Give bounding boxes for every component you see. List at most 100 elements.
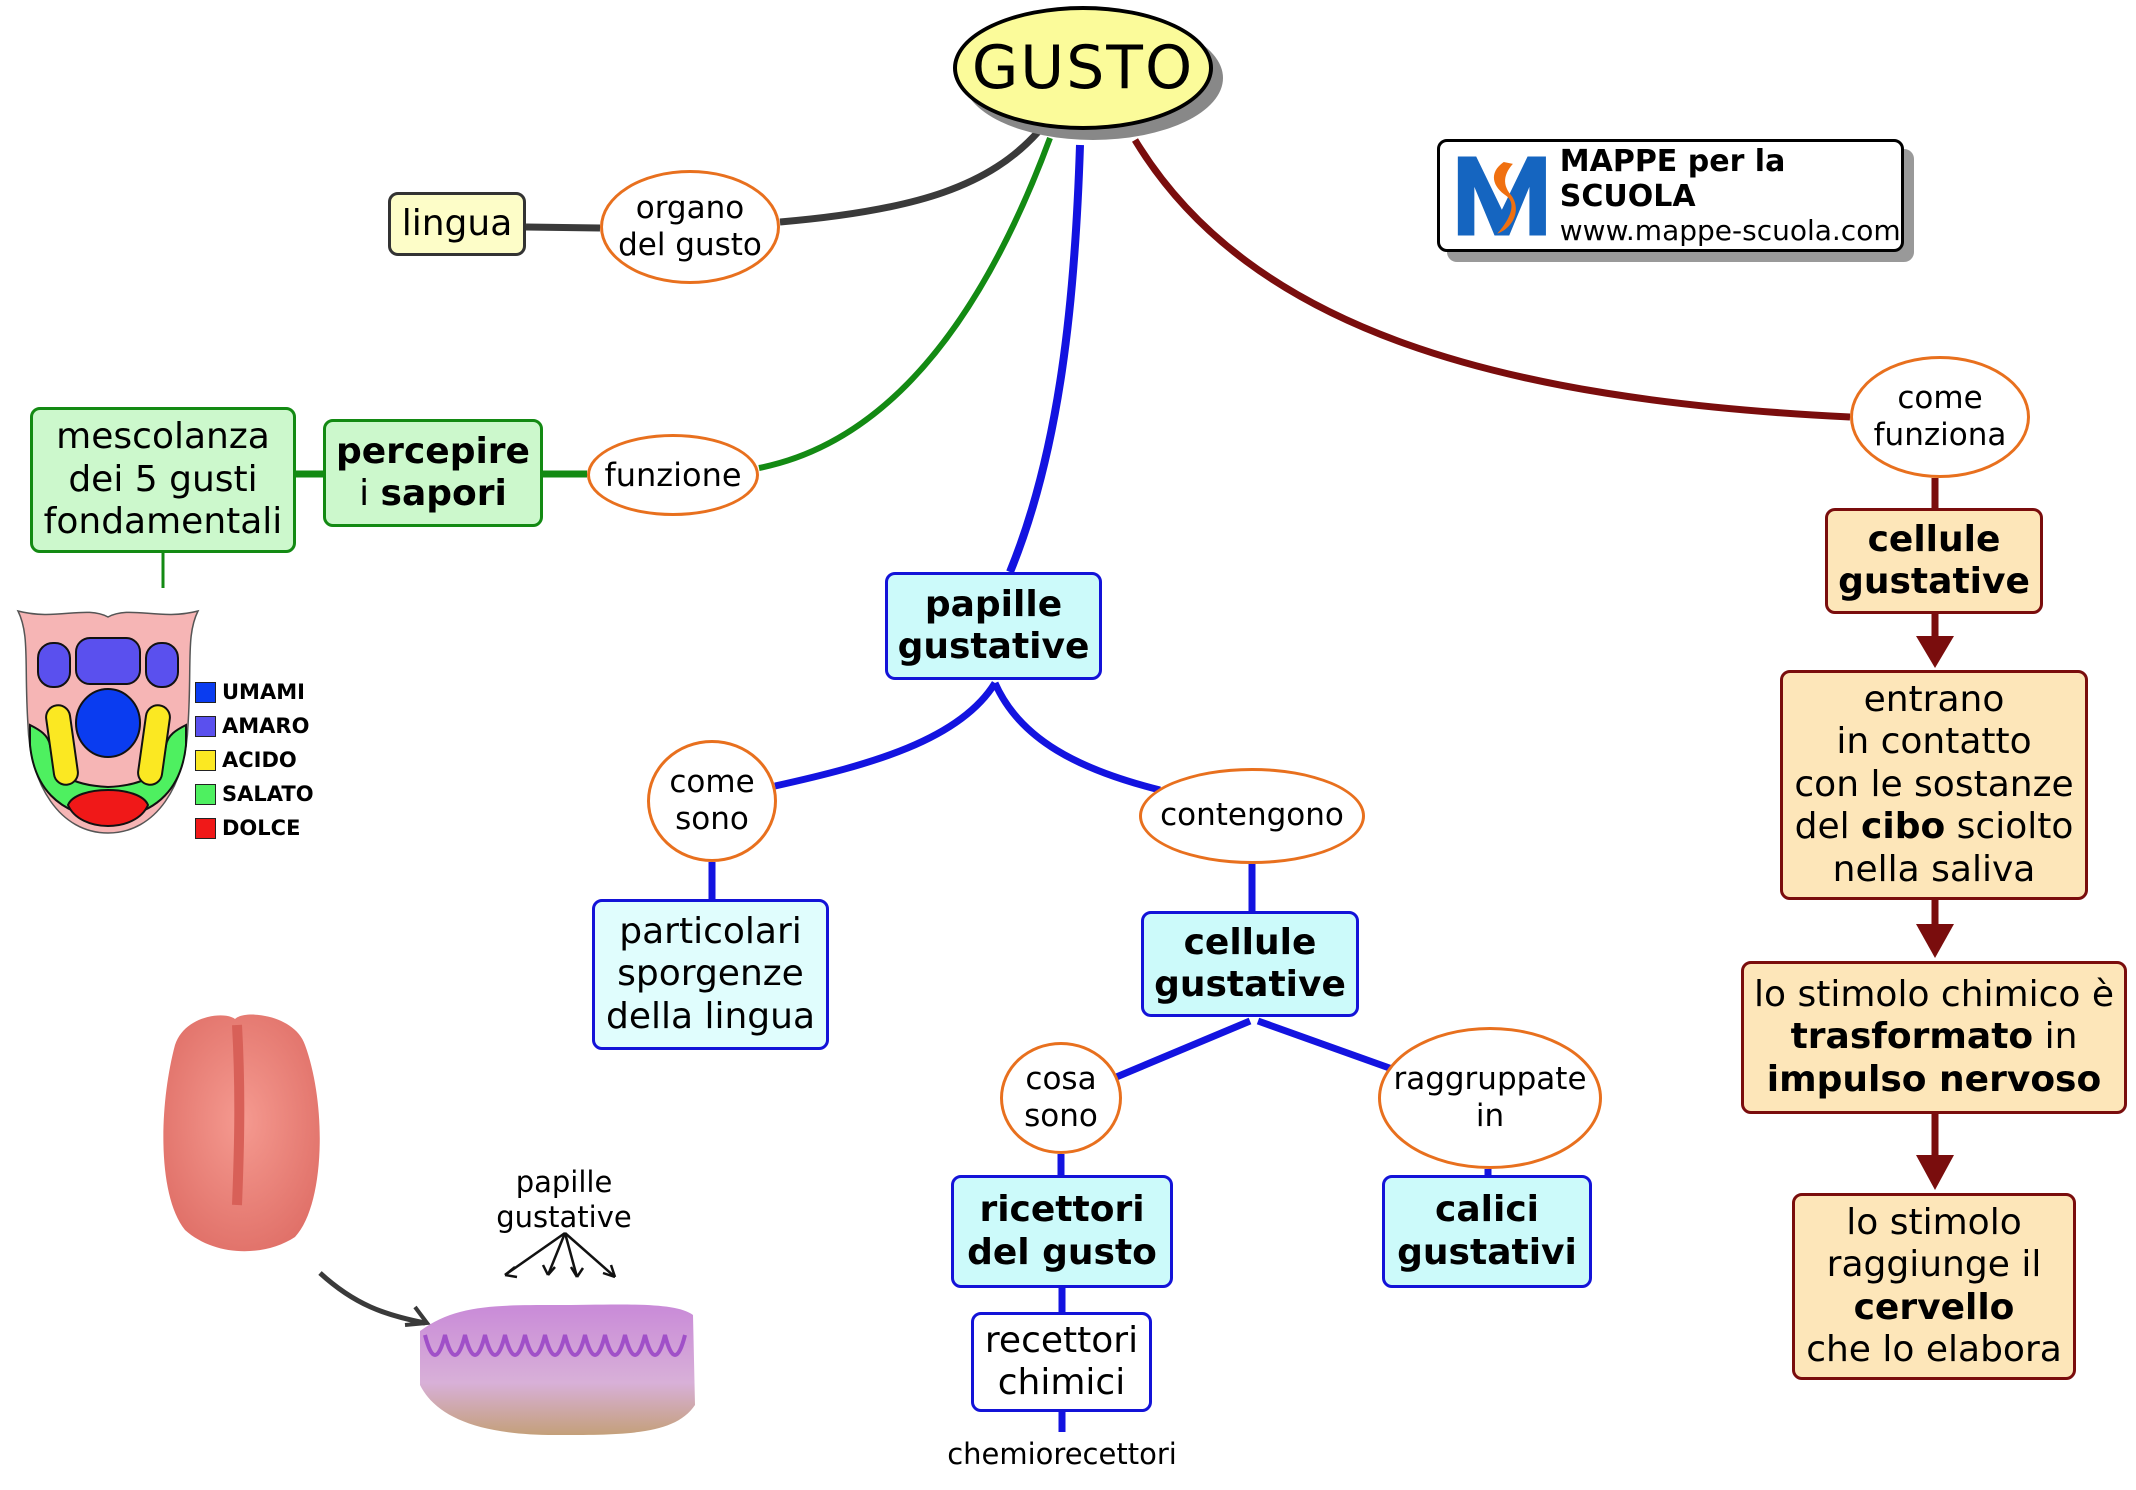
link-label-line: del gusto [618,227,762,263]
concept-line: cellule [1183,921,1317,963]
taste-legend: UMAMI AMARO ACIDO SALATO DOLCE [195,675,314,845]
arrowhead-step-3 [1916,1155,1954,1190]
link-label-line: organo [635,189,745,226]
legend-label: SALATO [222,782,314,806]
concept-line: del gusto [967,1231,1157,1273]
step-text: del [1794,806,1862,848]
concept-mescolanza[interactable]: mescolanza dei 5 gusti fondamentali [30,407,296,553]
concept-line: ricettori [979,1189,1145,1231]
step-text-bold: cibo [1861,806,1946,848]
step-line: entrano [1863,678,2005,720]
link-label-line: in [1475,1098,1505,1134]
legend-swatch [195,681,216,703]
link-label-text: funzione [604,455,742,494]
link-label-text: contengono [1160,797,1344,834]
illustration-label-papille: papille gustative [484,1165,644,1235]
concept-papille-gustative[interactable]: papille gustative [885,572,1102,680]
tongue-illustration-image [163,1014,695,1435]
step-line: impulso nervoso [1766,1058,2102,1100]
concept-line: sporgenze [617,953,804,995]
link-label-organo-del-gusto[interactable]: organo del gusto [600,170,780,284]
step-line: trasformato in [1754,1016,2114,1058]
legend-label: DOLCE [222,816,301,840]
concept-line: recettori [984,1319,1139,1361]
arrowhead-step-2 [1916,924,1954,958]
concept-line: percepire [336,430,530,472]
illustration-label-line: papille [515,1165,613,1199]
link-label-line: cosa [1025,1060,1097,1097]
link-label-funzione[interactable]: funzione [587,434,759,516]
brand-logo[interactable]: MAPPE per la SCUOLA www.mappe-scuola.com [1437,139,1904,252]
step-line: che lo elabora [1806,1328,2062,1370]
link-label-contengono[interactable]: contengono [1139,768,1365,864]
legend-swatch [195,783,216,805]
step-stimolo-trasformato[interactable]: lo stimolo chimico è trasformato in impu… [1741,961,2127,1114]
concept-line: mescolanza [56,416,270,458]
concept-cellule-gustative-blue[interactable]: cellule gustative [1141,911,1359,1017]
concept-calici-gustativi[interactable]: calici gustativi [1382,1175,1592,1288]
legend-item-salato: SALATO [195,777,314,811]
concept-percepire-i-sapori[interactable]: percepire i sapori [323,419,543,527]
concept-line-prefix: i [359,473,381,514]
concept-ricettori-del-gusto[interactable]: ricettori del gusto [951,1175,1173,1288]
link-label-raggruppate-in[interactable]: raggruppate in [1378,1027,1602,1169]
link-label-line: funziona [1873,417,2007,453]
link-label-line: sono [675,801,749,837]
tongue-taste-map-image [16,609,200,834]
legend-item-acido: ACIDO [195,743,314,777]
step-line: cellule [1867,518,2001,560]
step-line: raggiunge il [1826,1244,2042,1286]
step-entrano-in-contatto[interactable]: entrano in contatto con le sostanze del … [1780,670,2088,900]
concept-line: gustative [1154,964,1346,1005]
concept-lingua[interactable]: lingua [388,192,526,256]
step-line: nella saliva [1832,848,2036,890]
concept-line: calici [1435,1189,1539,1231]
step-line: lo stimolo chimico è [1754,973,2114,1015]
link-label-line: sono [1024,1098,1098,1134]
concept-line: papille [924,583,1063,625]
legend-label: ACIDO [222,748,297,772]
link-organo-lingua [525,223,601,232]
main-topic-label: GUSTO [971,33,1195,103]
concept-line: dei 5 gusti [68,458,258,500]
concept-line: particolari [619,910,802,952]
label-chemiorecettori: chemiorecettori [947,1437,1177,1471]
step-line: gustative [1838,561,2030,602]
illustration-label-line: gustative [496,1199,632,1234]
legend-item-dolce: DOLCE [195,811,314,845]
concept-line: gustative [897,626,1090,667]
link-label-line: come [669,763,755,800]
step-cellule-gustative[interactable]: cellule gustative [1825,508,2043,614]
step-line: del cibo sciolto [1794,806,2074,848]
legend-label: UMAMI [222,680,305,704]
logo-title: MAPPE per la SCUOLA [1559,144,1786,214]
concept-particolari-sporgenze[interactable]: particolari sporgenze della lingua [592,899,829,1050]
concept-line: della lingua [605,995,816,1037]
link-label-cosa-sono[interactable]: cosa sono [1000,1042,1122,1154]
arrowhead-step-1 [1916,636,1954,668]
concept-lingua-label: lingua [401,202,513,244]
concept-recettori-chimici[interactable]: recettori chimici [971,1312,1152,1412]
link-gusto-funziona [1132,138,1851,421]
main-topic-gusto[interactable]: GUSTO [953,6,1213,130]
step-text-bold: trasformato [1790,1016,2034,1058]
link-gusto-funzione [758,136,1053,471]
mappe-logo-icon [1457,156,1546,235]
step-line: lo stimolo [1846,1201,2022,1243]
legend-swatch [195,817,216,839]
link-label-line: come [1897,379,1983,416]
link-label-come-sono[interactable]: come sono [647,740,777,862]
step-stimolo-raggiunge-cervello[interactable]: lo stimolo raggiunge il cervello che lo … [1792,1193,2076,1380]
link-label-come-funziona[interactable]: come funziona [1850,356,2030,478]
link-gusto-organo [779,129,1041,226]
legend-item-amaro: AMARO [195,709,314,743]
legend-item-umami: UMAMI [195,675,314,709]
link-papille-contengono [991,681,1161,794]
legend-label: AMARO [222,714,310,738]
link-papille-comesono [774,681,998,790]
step-text: in [2033,1016,2078,1058]
concept-line-bold: sapori [380,473,507,514]
step-line: cervello [1853,1286,2015,1328]
logo-url[interactable]: www.mappe-scuola.com [1559,214,1901,247]
